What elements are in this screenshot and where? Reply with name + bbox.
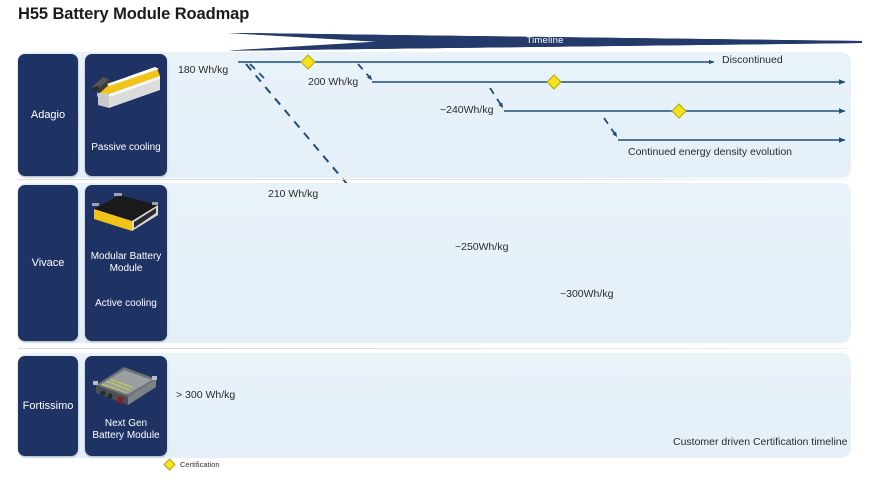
next-gen-battery-module-image bbox=[90, 361, 162, 413]
timeline-arrow-icon bbox=[228, 33, 862, 51]
adagio-track2-label: 200 Wh/kg bbox=[308, 76, 359, 88]
row-name-card-adagio[interactable]: Adagio bbox=[18, 54, 78, 176]
adagio-track4-end-label: Continued energy density evolution bbox=[628, 146, 793, 158]
modular-battery-module-image bbox=[90, 191, 162, 239]
timeline-banner: Timeline bbox=[228, 32, 862, 52]
page-title: H55 Battery Module Roadmap bbox=[18, 5, 250, 23]
vivace-entry-label: 210 Wh/kg bbox=[268, 188, 319, 200]
adagio-track1-end-label: Discontinued bbox=[722, 54, 783, 66]
row-name-card-vivace[interactable]: Vivace bbox=[18, 185, 78, 341]
legend-label: Certification bbox=[180, 460, 220, 469]
row-image-caption: Passive cooling bbox=[91, 142, 161, 153]
row-image-title: Modular Battery Module bbox=[90, 251, 162, 274]
row-name-label: Adagio bbox=[30, 109, 66, 121]
passive-cooled-battery-module-image bbox=[89, 60, 163, 116]
row-name-label: Fortissimo bbox=[22, 400, 74, 412]
timeline-label: Timeline bbox=[526, 35, 564, 46]
row-name-label: Vivace bbox=[31, 257, 65, 269]
fortissimo-end-label: Customer driven Certification timeline bbox=[673, 436, 848, 448]
vivace-track2-label: ~250Wh/kg bbox=[455, 241, 509, 253]
row-image-card-fortissimo[interactable]: Next Gen Battery Module bbox=[85, 356, 167, 456]
row-image-card-vivace[interactable]: Modular Battery Module Active cooling bbox=[85, 185, 167, 341]
vivace-track3-label: ~300Wh/kg bbox=[560, 288, 614, 300]
row-name-card-fortissimo[interactable]: Fortissimo bbox=[18, 356, 78, 456]
row-divider bbox=[18, 179, 851, 180]
row-image-card-adagio[interactable]: Passive cooling bbox=[85, 54, 167, 176]
fortissimo-entry-label: > 300 Wh/kg bbox=[176, 389, 236, 401]
legend: Certification bbox=[163, 458, 220, 471]
adagio-entry-label: 180 Wh/kg bbox=[178, 64, 229, 76]
diamond-icon bbox=[163, 458, 176, 471]
row-divider bbox=[18, 348, 851, 349]
row-image-caption: Active cooling bbox=[95, 298, 157, 309]
adagio-track3-label: ~240Wh/kg bbox=[440, 104, 494, 116]
row-image-title: Next Gen Battery Module bbox=[92, 418, 160, 441]
